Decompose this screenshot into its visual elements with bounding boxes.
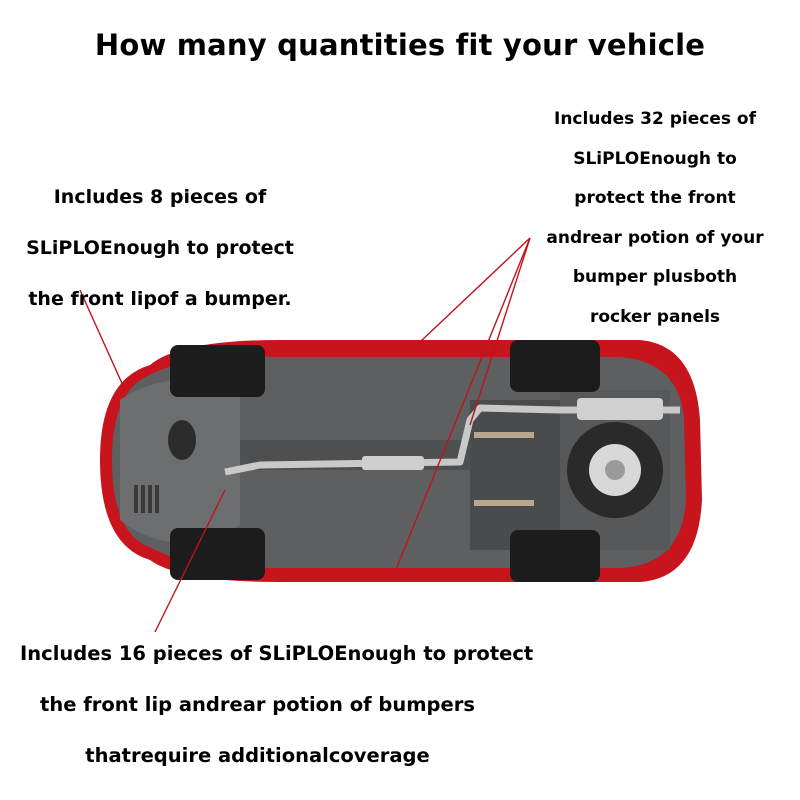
center-muffler [362,456,424,470]
page-title: How many quantities fit your vehicle [94,28,706,62]
leader-line-8 [79,289,126,391]
floor-slat [474,500,534,506]
callout-line: protect the front [574,188,736,208]
leader-line-32-bottom [394,237,531,573]
callout-line: Includes 32 pieces of [554,109,756,129]
leader-lines [79,237,531,633]
callout-line: bumper plusboth [572,267,738,287]
front-vent [134,485,159,513]
front-right-tire [170,528,265,580]
callout-line: the front lip andrear potion of bumpers [40,693,475,716]
callout-line: thatrequire additionalcoverage [85,744,430,767]
floor-slat [474,432,534,438]
leader-line-32-mid [469,237,531,426]
leader-line-32-top [419,237,531,343]
callout-line: andrear potion of your [546,227,764,248]
callout-line: rocker panels [589,306,721,327]
callout-8-pieces: Includes 8 pieces of SLiPLOEnough to pro… [10,172,310,325]
rear-muffler [577,398,663,420]
leader-line-16 [154,489,226,633]
callout-32-pieces: Includes 32 pieces of SLiPLOEnough to pr… [530,100,780,337]
rear-left-tire [510,340,600,392]
callout-line: SLiPLOEnough to protect [26,237,294,259]
spare-wheel-hub [605,460,625,480]
callout-line: SLiPLOEnough to [573,148,737,169]
callout-line: Includes 8 pieces of [53,186,267,208]
front-left-tire [170,345,265,397]
callout-line: the front lipof a bumper. [28,288,292,310]
callout-line: Includes 16 pieces of SLiPLOEnough to pr… [20,642,534,665]
callout-16-pieces: Includes 16 pieces of SLiPLOEnough to pr… [20,628,534,781]
rear-tub [470,400,560,550]
oil-pan [168,420,196,460]
engine-section [120,378,240,545]
rear-right-tire [510,530,600,582]
exhaust-pipe [224,404,680,476]
